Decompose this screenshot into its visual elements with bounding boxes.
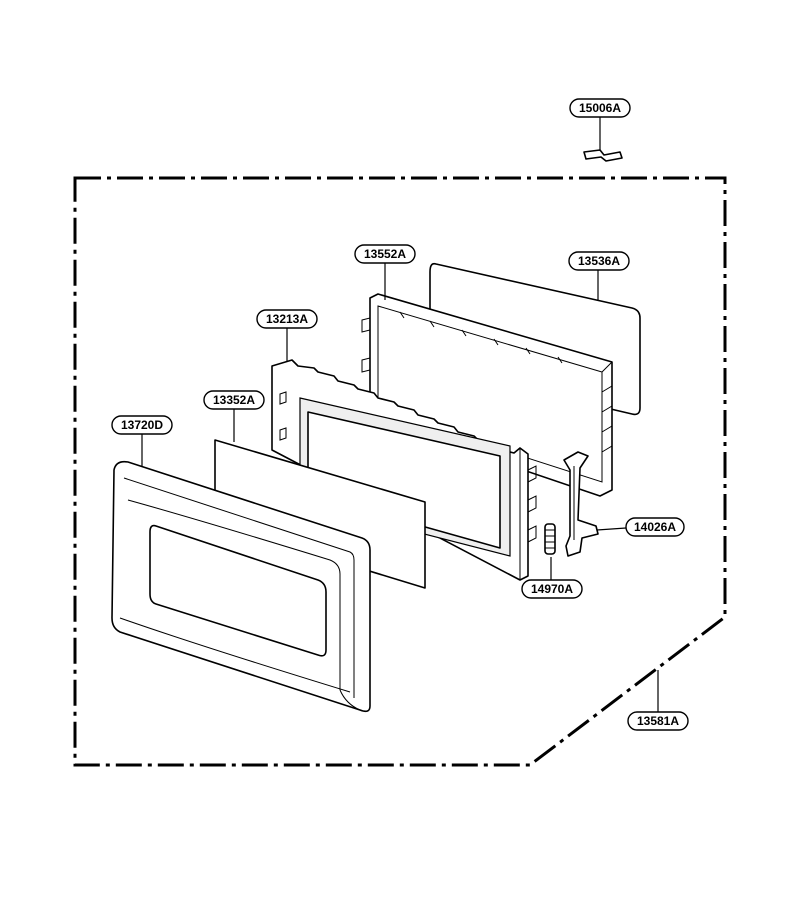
label-15006a: 15006A: [579, 101, 621, 115]
callout-13552a: 13552A: [354, 244, 416, 264]
label-13552a: 13552A: [364, 247, 406, 261]
label-13213a: 13213A: [266, 312, 308, 326]
callout-13213a: 13213A: [256, 309, 318, 329]
callout-13581a: 13581A: [627, 711, 689, 731]
label-13720d: 13720D: [121, 418, 163, 432]
assembly-boundary: [73, 176, 727, 767]
callout-14970a: 14970A: [521, 579, 583, 599]
callout-13536a: 13536A: [568, 251, 630, 271]
inner-door-part-13213a: [271, 359, 537, 581]
latch-hook-part-14026a: [563, 451, 599, 557]
label-13536a: 13536A: [578, 254, 620, 268]
leader-lines: [141, 117, 659, 712]
callout-13352a: 13352A: [203, 390, 265, 410]
callout-14026a: 14026A: [625, 517, 685, 537]
bracket-part-15006a: [583, 149, 623, 162]
outer-door-part-13720d: [111, 460, 371, 713]
spring-part-14970a: [544, 523, 556, 555]
callout-13720d: 13720D: [111, 415, 173, 435]
label-13352a: 13352A: [213, 393, 255, 407]
callout-15006a: 15006A: [569, 98, 631, 118]
label-14970a: 14970A: [531, 582, 573, 596]
label-14026a: 14026A: [634, 520, 676, 534]
label-13581a: 13581A: [637, 714, 679, 728]
